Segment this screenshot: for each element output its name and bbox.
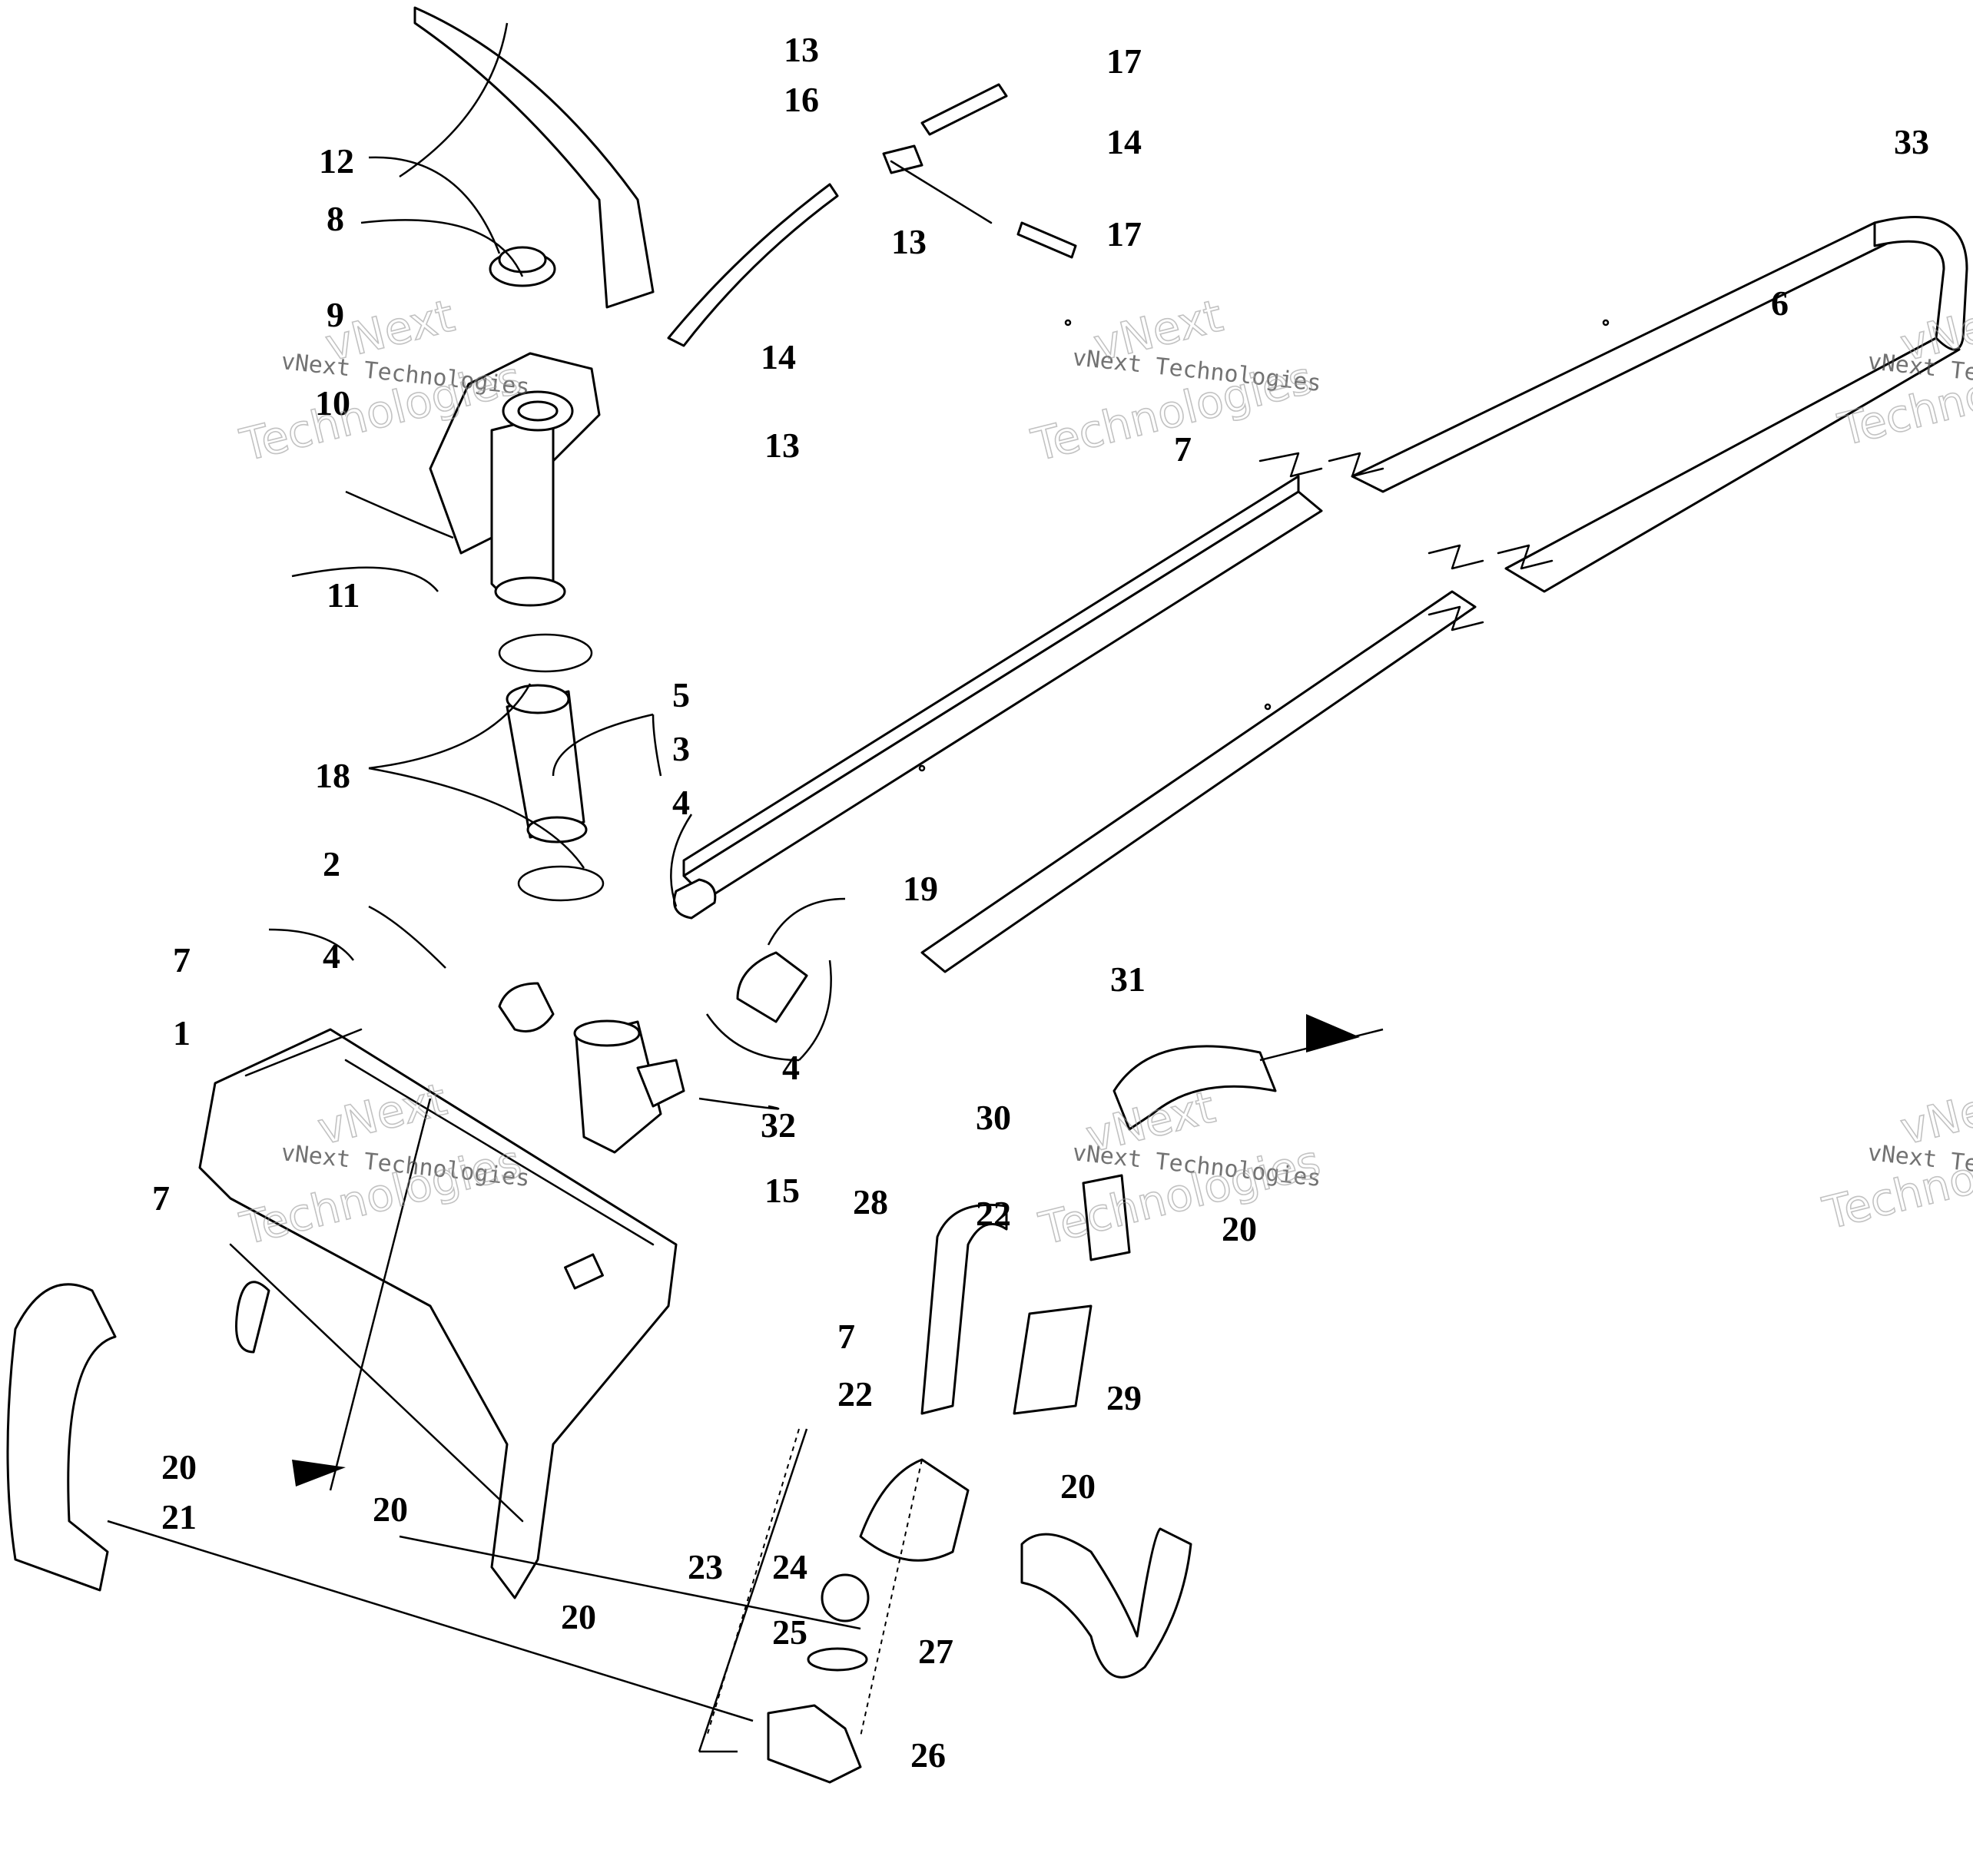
flow-arrow-left: [292, 1460, 346, 1487]
callout-label: 7: [1174, 429, 1192, 469]
leader-lines: [107, 22, 1384, 1753]
callout-label: 2: [323, 844, 340, 883]
heat-exchanger-tube-assembly: [673, 216, 1968, 973]
watermark-text: vNe: [1895, 1083, 1973, 1155]
callout-label: 14: [1106, 122, 1142, 161]
callout-label: 24: [772, 1547, 807, 1586]
callout-label: 13: [764, 426, 800, 465]
lower-hose: [6, 1283, 117, 1592]
hose-short: [498, 982, 555, 1032]
callout-label: 12: [319, 141, 354, 181]
flow-arrow-right: [1306, 1014, 1360, 1052]
callout-label: 19: [903, 869, 938, 908]
callout-label: 11: [327, 575, 360, 615]
callout-label: 33: [1894, 122, 1929, 161]
callout-label: 16: [784, 80, 819, 119]
callout-label: 20: [161, 1447, 197, 1487]
callout-label: 4: [672, 783, 690, 822]
hose-clamp-top: [498, 633, 593, 673]
callout-label: 27: [918, 1632, 953, 1671]
hose-27: [1020, 1527, 1192, 1679]
callout-label: 8: [327, 199, 344, 238]
hose-28: [920, 1203, 1008, 1415]
callout-label: 7: [173, 940, 191, 979]
callout-label: 4: [323, 936, 340, 976]
callout-label: 26: [910, 1735, 946, 1775]
hose-30: [1082, 1174, 1131, 1261]
radiator-bracket-frame: [198, 1028, 678, 1599]
callout-label: 14: [761, 337, 796, 376]
callout-label: 18: [315, 756, 350, 795]
filler-neck: [429, 352, 601, 607]
callout-label: 29: [1106, 1378, 1142, 1417]
callout-label: 20: [373, 1490, 408, 1529]
hose-29: [1013, 1304, 1093, 1415]
callout-label: 30: [976, 1098, 1011, 1137]
callout-label: 5: [672, 675, 690, 714]
callout-label: 20: [1060, 1467, 1096, 1506]
callout-label: 4: [782, 1048, 800, 1087]
callout-label: 32: [761, 1105, 796, 1145]
elbow-hose: [736, 951, 808, 1023]
overflow-hose: [413, 6, 655, 309]
callout-label: 21: [161, 1497, 197, 1536]
callout-label: 22: [976, 1194, 1011, 1233]
callout-label: 17: [1106, 214, 1142, 254]
callout-label: 10: [315, 383, 350, 423]
callout-label: 25: [772, 1612, 807, 1652]
hose-31: [1113, 1045, 1277, 1131]
y-fitting: [573, 1019, 685, 1154]
callout-label: 23: [688, 1547, 723, 1586]
hose-clamp-bottom: [517, 865, 605, 902]
callout-label: 17: [1106, 41, 1142, 81]
callout-label: 13: [784, 30, 819, 69]
callout-label: 1: [173, 1013, 191, 1052]
callout-label: 31: [1110, 960, 1146, 999]
callout-label: 13: [891, 222, 927, 261]
vent-hose-set: [667, 83, 1077, 347]
thermostat-housing: [706, 1428, 970, 1784]
callout-label: 20: [561, 1597, 596, 1636]
radiator-cap: [489, 246, 556, 287]
upper-hose: [506, 684, 588, 844]
callout-label: 22: [837, 1374, 873, 1414]
callout-label: 15: [764, 1171, 800, 1210]
callout-labels: 1 2 3 4 4 4 5 6 7 7 7 7 8 9 10 11 12 13 …: [152, 30, 1929, 1775]
callout-label: 7: [837, 1317, 855, 1356]
callout-label: 7: [152, 1178, 170, 1218]
callout-label: 9: [327, 295, 344, 334]
callout-label: 6: [1771, 283, 1789, 323]
callout-label: 3: [672, 729, 690, 768]
callout-label: 20: [1222, 1209, 1257, 1248]
callout-label: 28: [853, 1182, 888, 1221]
